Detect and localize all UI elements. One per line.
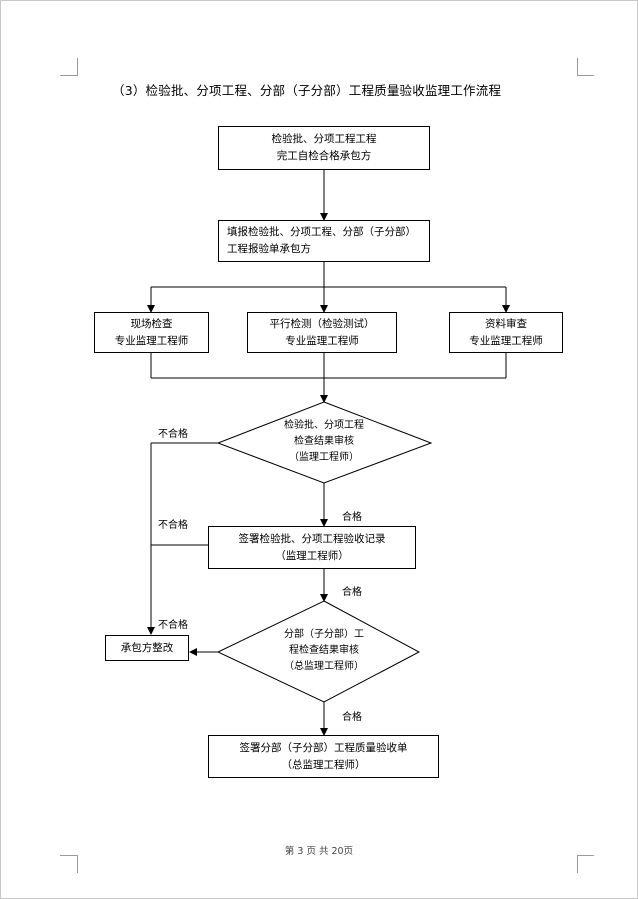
crop-mark-bottom-right-v [577,855,578,873]
step-rectify-label: 承包方整改 [120,641,174,654]
pass-label-1: 合格 [342,512,362,523]
step-doc-review-box: 资料审查 专业监理工程师 [449,312,563,353]
step-self-check-box: 检验批、分项工程工程 完工自检合格承包方 [218,126,430,170]
fail-label-2: 不合格 [158,520,188,531]
step-final-sign-line1: 签署分部（子分部）工程质量验收单 [239,741,408,754]
step-site-check-line1: 现场检查 [130,317,173,330]
step-report-line1: 填报检验批、分项工程、分部（子分部） [227,226,416,238]
page-footer: 第 3 页 共 20页 [284,846,354,857]
crop-mark-top-right-v [577,58,578,76]
decision1-line2: 检查结果审核 [294,436,354,447]
step-report-line2: 工程报验单承包方 [227,243,311,255]
decision1-line1: 检验批、分项工程 [284,420,364,431]
step-self-check-line2: 完工自检合格承包方 [276,150,372,162]
decision2-line1: 分部（子分部）工 [284,629,364,640]
step-doc-review-line2: 专业监理工程师 [469,334,543,347]
step-rectify-box: 承包方整改 [105,635,189,661]
decision1-text: 检验批、分项工程 检查结果审核 （监理工程师） [254,418,394,466]
page-title: （3）检验批、分项工程、分部（子分部）工程质量验收监理工作流程 [112,83,502,98]
pass-label-3: 合格 [342,712,362,723]
step-parallel-test-box: 平行检测（检验测试） 专业监理工程师 [247,312,397,353]
crop-mark-bottom-right-h [577,855,594,856]
step-final-sign-box: 签署分部（子分部）工程质量验收单 （总监理工程师） [208,735,439,778]
crop-mark-bottom-left-h [60,855,77,856]
crop-mark-bottom-left-v [77,855,78,873]
step-site-check-box: 现场检查 专业监理工程师 [94,312,209,353]
pass-label-2: 合格 [342,587,362,598]
crop-mark-top-right-h [577,75,594,76]
step-sign-record-line1: 签署检验批、分项工程验收记录 [238,532,386,545]
fail-label-3: 不合格 [158,620,188,631]
crop-mark-top-left-v [77,58,78,76]
step-report-box: 填报检验批、分项工程、分部（子分部） 工程报验单承包方 [218,220,430,262]
decision1-line3: （监理工程师） [289,452,359,463]
decision-diamond-1 [216,401,433,484]
decision2-line3: （总监理工程师） [284,661,364,672]
step-sign-record-line2: （监理工程师） [275,549,349,562]
step-site-check-line2: 专业监理工程师 [114,334,189,347]
step-parallel-test-line2: 专业监理工程师 [285,334,359,347]
decision-diamond-2 [216,600,421,703]
step-parallel-test-line1: 平行检测（检验测试） [269,317,375,330]
crop-mark-top-left-h [60,75,77,76]
step-sign-record-box: 签署检验批、分项工程验收记录 （监理工程师） [208,526,416,569]
decision2-text: 分部（子分部）工 程检查结果审核 （总监理工程师） [254,627,394,675]
step-final-sign-line2: （总监理工程师） [281,758,366,771]
step-doc-review-line1: 资料审查 [485,317,527,330]
step-self-check-line1: 检验批、分项工程工程 [271,133,377,145]
decision2-line2: 程检查结果审核 [289,645,359,656]
fail-label-1: 不合格 [158,429,188,440]
